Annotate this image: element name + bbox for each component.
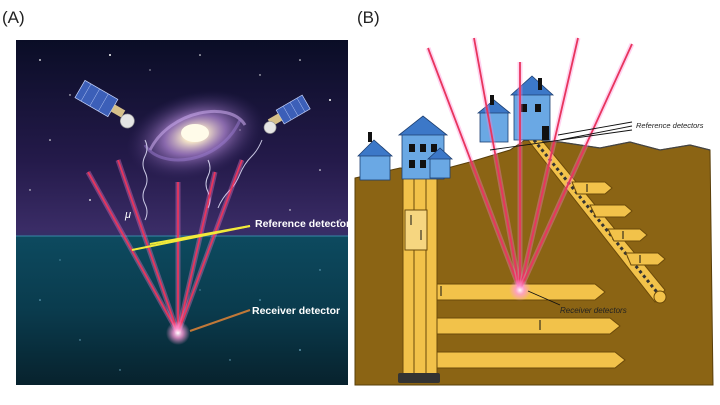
house-4: [476, 95, 512, 143]
receiver-detectors-label-b: Receiver detectors: [560, 306, 627, 315]
surface-outline: [524, 139, 711, 151]
panel-a-letter: (A): [2, 8, 25, 27]
galaxy: [126, 90, 264, 180]
panel-a-ray-4: [177, 171, 216, 334]
panel-b-ray-5: [519, 43, 633, 291]
reference-detectors-label-b: Reference detectors: [636, 121, 704, 130]
receiver-pointer-line: [189, 309, 251, 332]
panel-b-ray-1: [427, 47, 521, 291]
house-5: [509, 75, 555, 141]
satellite-left: [74, 79, 135, 129]
satellite-right: [263, 94, 311, 134]
panel-b-ray-4: [519, 37, 579, 291]
sea-sparkles: [39, 259, 321, 371]
miner-figures: [410, 184, 641, 330]
house-2: [397, 115, 449, 180]
houses: [357, 75, 555, 181]
panel-b-letter: (B): [357, 8, 380, 27]
panel-a-ray-1: [87, 171, 179, 334]
reference-detector-lines: [131, 225, 251, 251]
muon-rays-b: [425, 37, 635, 292]
receiver-glow-b: [509, 279, 531, 301]
horizontal-tunnels: [436, 283, 626, 369]
vertical-shaft: [398, 174, 440, 383]
sea-background: [16, 236, 348, 385]
side-drifts: [571, 181, 666, 266]
tunnel-level-2: [436, 317, 621, 335]
reference-pointer-lines: [489, 121, 633, 151]
house-1: [357, 132, 394, 181]
reference-detectors-label-a: Reference detectors: [255, 218, 356, 230]
muon-symbol: μ: [124, 209, 131, 221]
signal-waves: [142, 139, 263, 221]
receiver-glow: [166, 321, 190, 345]
receiver-detector-label: Receiver detector: [252, 305, 340, 317]
shaft-base: [398, 373, 440, 383]
panel-a-ray-5: [177, 159, 243, 334]
house-3: [426, 147, 454, 179]
tunnel-level-3: [436, 351, 626, 369]
receiver-pointer-b: [527, 290, 561, 306]
elevator-cage: [404, 209, 428, 251]
panel-b-ray-2: [473, 37, 521, 291]
